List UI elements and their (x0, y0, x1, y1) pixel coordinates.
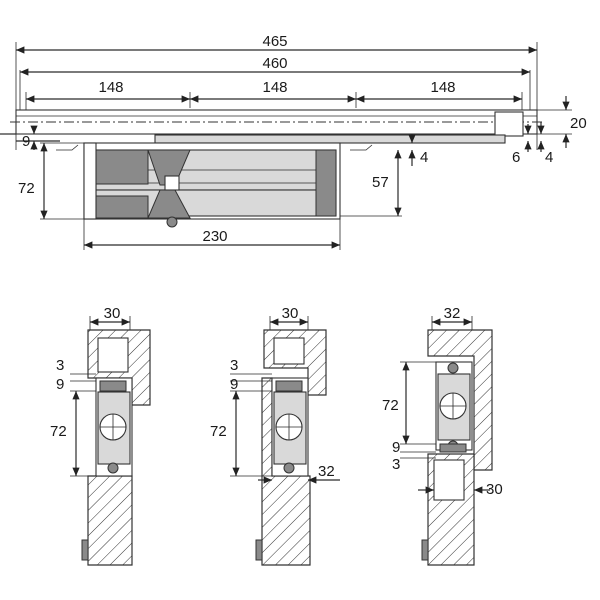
section-view-2: 30 3 9 72 32 (210, 305, 340, 566)
s3-dim-32: 32 (444, 305, 461, 322)
dim-148-b: 148 (262, 79, 287, 96)
dim-6: 6 (512, 149, 520, 166)
s1-dim-9: 9 (56, 376, 64, 393)
s3-dim-9: 9 (392, 439, 400, 456)
s1-dim-3: 3 (56, 357, 64, 374)
s1-dim-72: 72 (50, 423, 67, 440)
s2-dim-30: 30 (282, 305, 299, 322)
rail-end-cap (494, 111, 524, 137)
dim-4-mid: 4 (420, 149, 428, 166)
s3-dim-3: 3 (392, 456, 400, 473)
dim-148-a: 148 (98, 79, 123, 96)
s2-dim-32: 32 (318, 463, 335, 480)
s2-dim-9: 9 (230, 376, 238, 393)
s3-dim-30: 30 (486, 481, 503, 498)
dim-20: 20 (570, 115, 587, 132)
dim-72-top: 72 (18, 180, 35, 197)
dim-460: 460 (262, 55, 287, 72)
s1-dim-30: 30 (104, 305, 121, 322)
slider-strip (154, 134, 506, 144)
s3-dim-72: 72 (382, 397, 399, 414)
section-view-3: 32 72 9 3 30 (382, 305, 503, 566)
dim-230: 230 (202, 228, 227, 245)
top-view: 465 460 148 148 148 20 9 (0, 33, 587, 250)
dim-4-right: 4 (545, 149, 553, 166)
dim-465: 465 (262, 33, 287, 50)
dim-9-left: 9 (22, 133, 30, 150)
s2-dim-72: 72 (210, 423, 227, 440)
dim-57: 57 (372, 174, 389, 191)
dim-148-c: 148 (430, 79, 455, 96)
door-closer-body (56, 142, 373, 228)
section-view-1: 30 3 9 72 (50, 305, 151, 566)
s2-dim-3: 3 (230, 357, 238, 374)
